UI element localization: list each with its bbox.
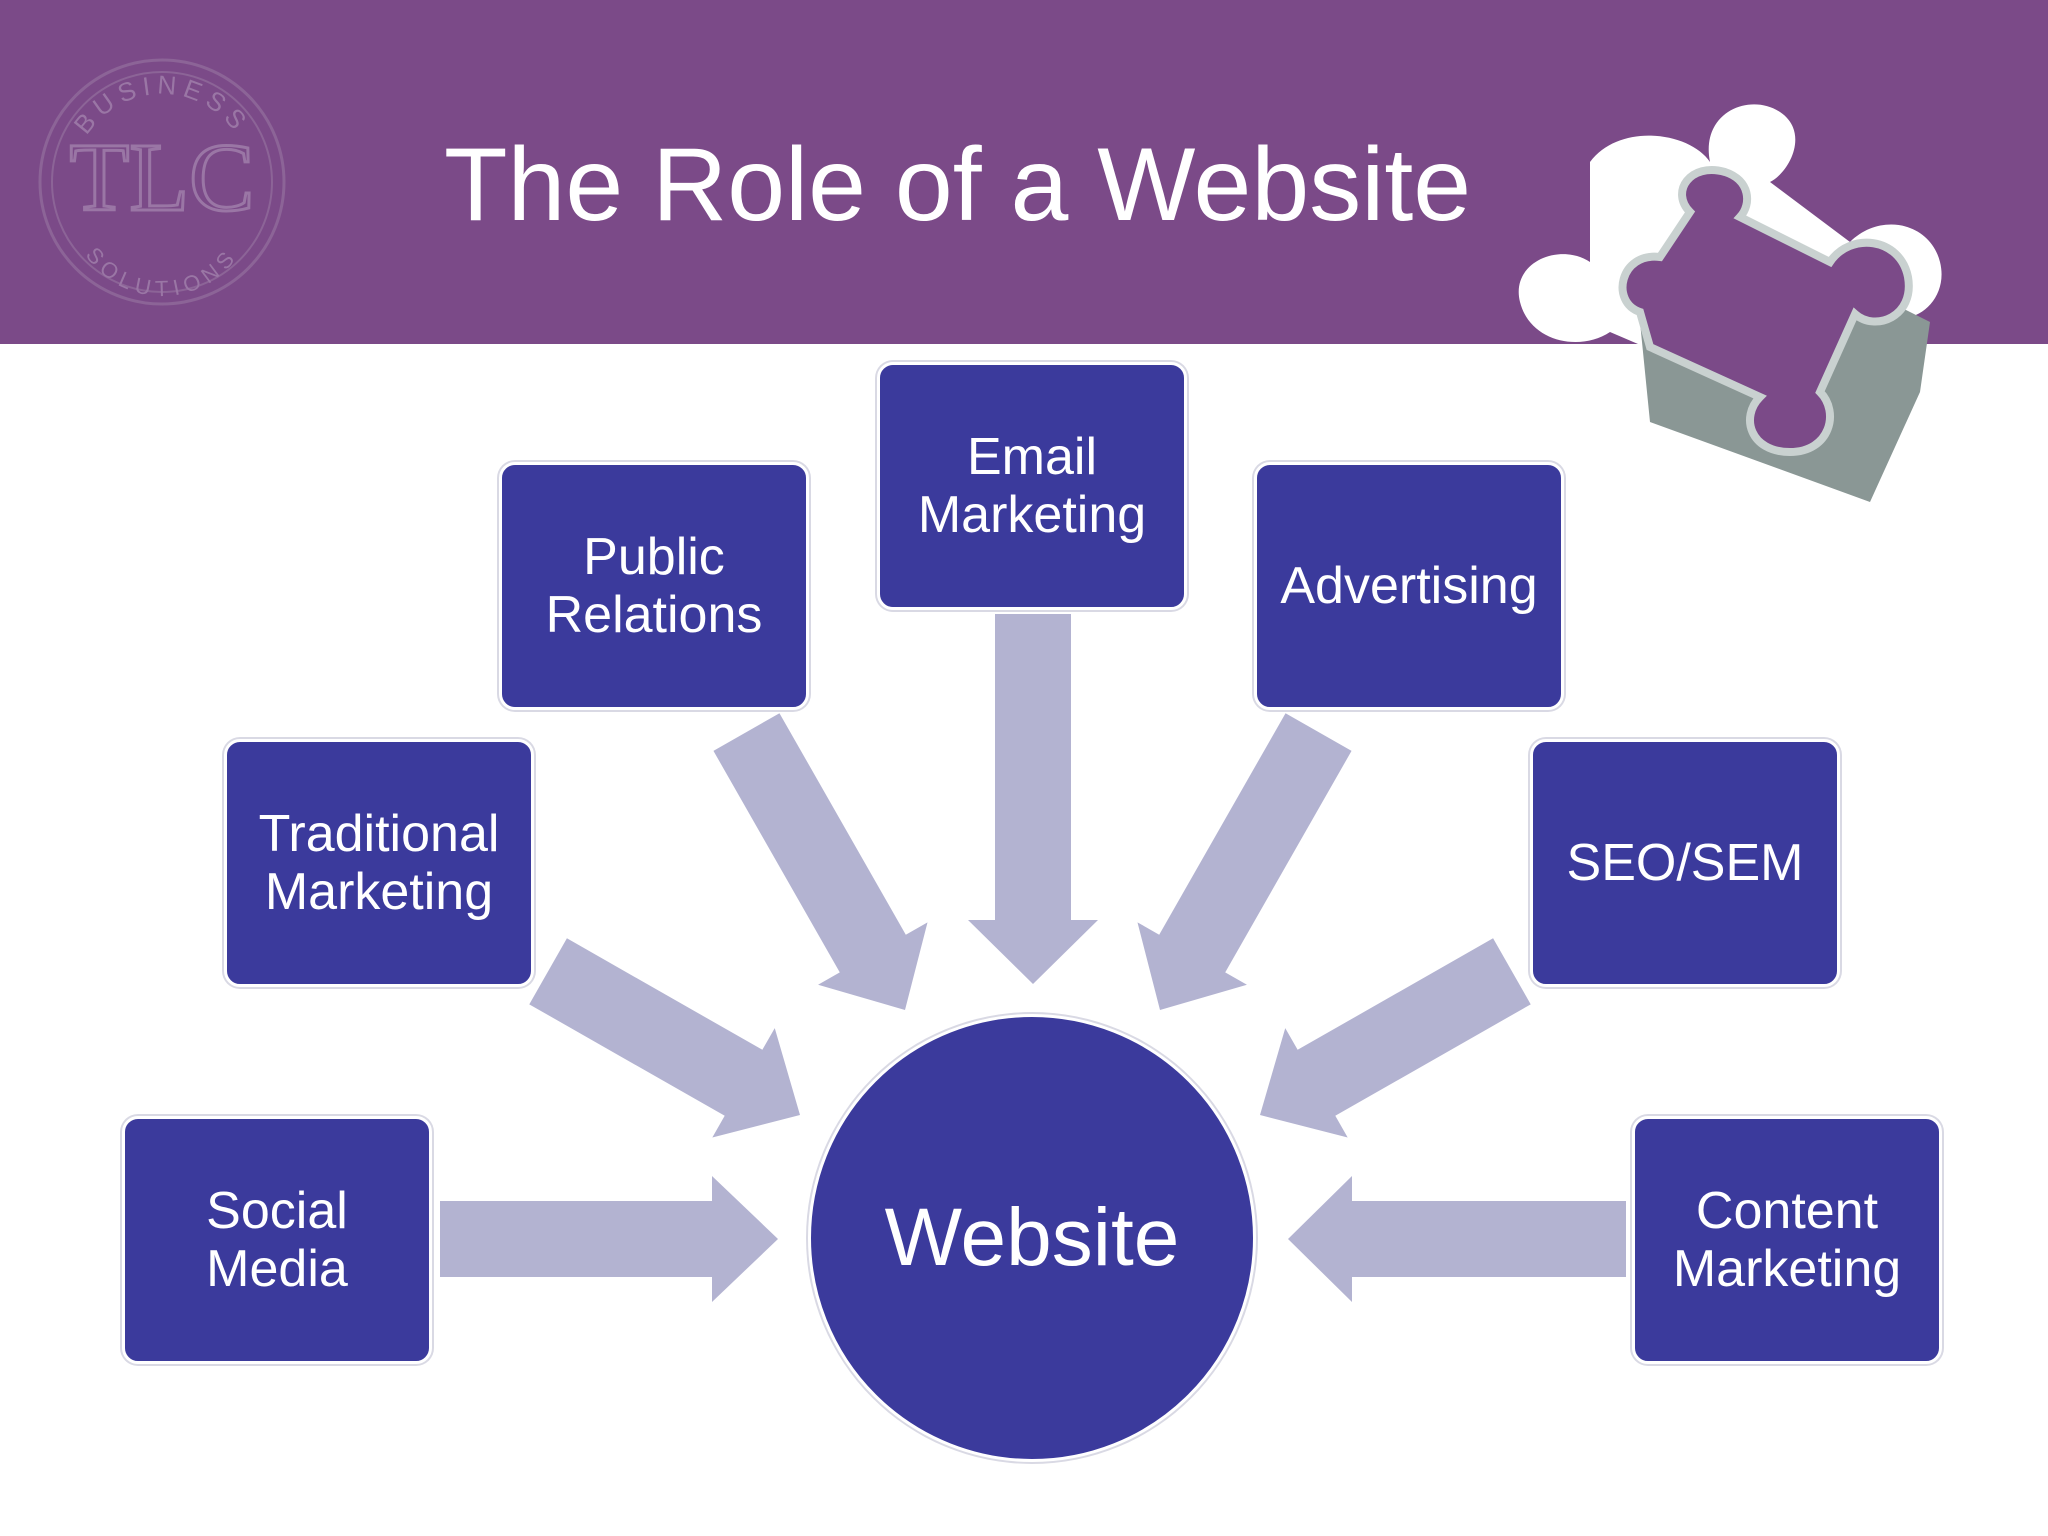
node-content-marketing: Content Marketing — [1632, 1116, 1942, 1364]
slide-title: The Role of a Website — [444, 127, 1472, 243]
puzzle-piece-icon — [1518, 104, 1942, 502]
arrow-seo-sem — [1260, 938, 1531, 1138]
node-traditional-marketing: Traditional Marketing — [224, 739, 534, 987]
svg-text:TLC: TLC — [69, 124, 254, 232]
node-seo-sem: SEO/SEM — [1530, 739, 1840, 987]
arrow-traditional-marketing — [529, 938, 800, 1138]
node-social-media: Social Media — [122, 1116, 432, 1364]
arrow-content-marketing — [1288, 1176, 1626, 1302]
arrow-social-media — [440, 1176, 778, 1302]
node-website-hub: Website — [808, 1014, 1256, 1462]
node-email-marketing: Email Marketing — [877, 362, 1187, 610]
arrow-email-marketing — [968, 614, 1098, 984]
arrow-advertising — [1137, 713, 1352, 1010]
node-public-relations: Public Relations — [499, 462, 809, 710]
arrow-public-relations — [713, 713, 928, 1010]
tlc-logo: BUSINESS TLC SOLUTIONS — [38, 58, 286, 306]
node-advertising: Advertising — [1254, 462, 1564, 710]
